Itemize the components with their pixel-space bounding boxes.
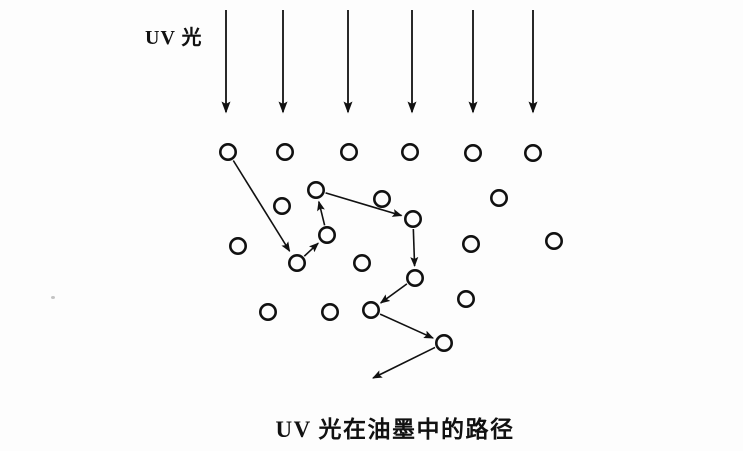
ink-particle (287, 254, 306, 273)
ink-particle (456, 289, 475, 308)
ink-particle (229, 237, 248, 256)
ink-particle (352, 254, 371, 273)
ink-particles-group (219, 143, 563, 352)
ink-particle (219, 143, 238, 162)
uv-light-label: UV 光 (145, 27, 203, 49)
light-path-segment (379, 283, 408, 304)
ink-particle (403, 210, 422, 229)
ink-particle (339, 143, 358, 162)
light-path-segment (303, 242, 319, 257)
light-path-segment (379, 313, 434, 339)
ink-particle (317, 226, 336, 245)
ink-particle (372, 190, 391, 209)
ink-particle (461, 235, 480, 254)
figure-caption: UV 光在油墨中的路径 (275, 417, 515, 442)
ink-particle (258, 302, 277, 321)
ink-particle (405, 268, 424, 287)
ink-particle (400, 143, 419, 162)
scan-artifact-dot (51, 296, 55, 299)
ink-particle (361, 300, 380, 319)
light-path-segment (317, 200, 326, 226)
ink-particle (434, 333, 453, 352)
ink-particle (463, 144, 482, 163)
ink-particle (275, 143, 294, 162)
ink-particle (320, 302, 339, 321)
ink-particle (544, 232, 563, 251)
ink-particle (306, 181, 325, 200)
light-path-segment (325, 192, 403, 217)
ink-particle (489, 189, 508, 208)
ink-particle (523, 144, 542, 163)
ink-particle (272, 197, 291, 216)
light-path-segment (410, 228, 419, 268)
light-path-segment (232, 160, 291, 252)
light-path-segment (372, 346, 436, 379)
light-path-group (232, 160, 436, 379)
uv-rays-group (221, 10, 538, 114)
